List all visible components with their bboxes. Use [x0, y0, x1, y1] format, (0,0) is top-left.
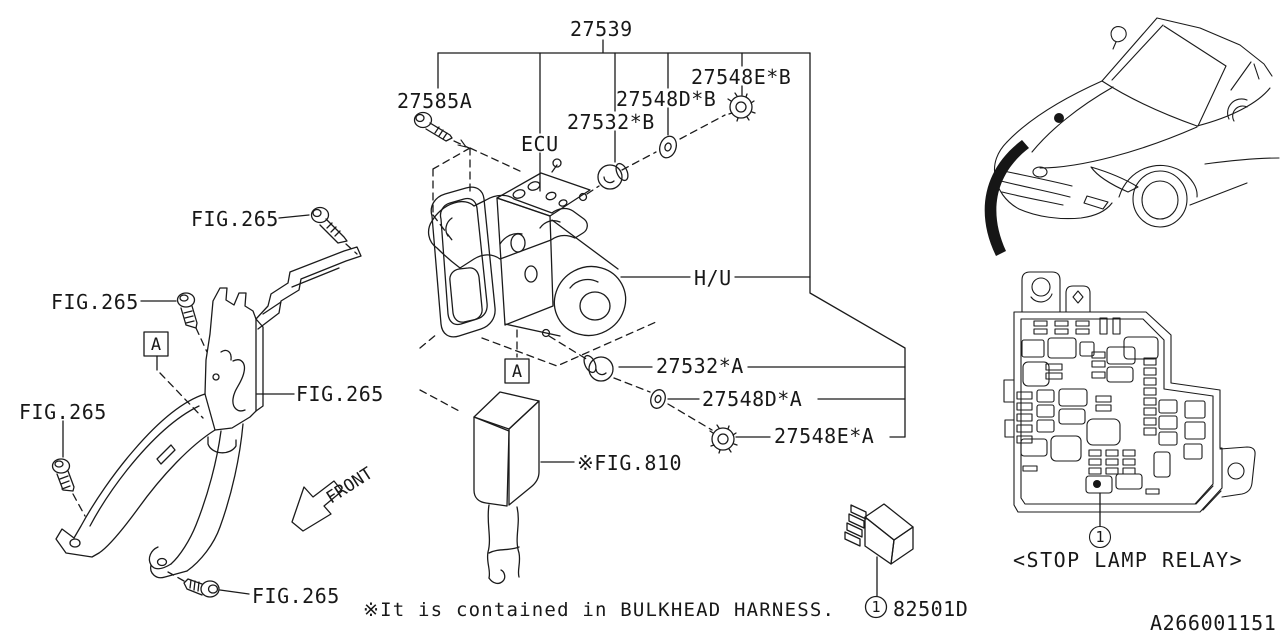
- fuse-grid: [1016, 317, 1206, 495]
- label-hu: H/U: [694, 266, 732, 290]
- damper-a-drawing: [583, 354, 614, 382]
- label-27532a: 27532*A: [656, 354, 744, 378]
- bulkhead-harness-note: ※It is contained in BULKHEAD HARNESS.: [363, 599, 835, 621]
- callout-1-fusebox: 1: [1095, 528, 1104, 546]
- label-27548da: 27548D*A: [702, 387, 802, 411]
- label-27548ea: 27548E*A: [774, 424, 874, 448]
- label-ecu: ECU: [521, 132, 559, 156]
- stop-lamp-relay-slot: [1085, 475, 1113, 494]
- labels: 27539 27585A ECU 27532*B 27548D*B 27548E…: [19, 17, 1276, 635]
- section-a-box-center: [504, 358, 530, 384]
- label-27532b: 27532*B: [567, 110, 655, 134]
- washer-b-drawing: [659, 135, 677, 159]
- label-27585a: 27585A: [397, 89, 472, 113]
- bracket-drawing: [55, 246, 362, 579]
- fig265-bolt-bottom-drawing: [183, 578, 220, 598]
- callout-circle-relay: [864, 595, 888, 619]
- label-fig265-bottom: FIG.265: [252, 584, 340, 608]
- assembly-guide-lines: [72, 114, 726, 582]
- motor-drawing: [504, 219, 627, 337]
- label-fig265-top: FIG.265: [191, 207, 279, 231]
- section-a-letter-left: A: [151, 335, 161, 355]
- front-label: FRONT: [323, 464, 377, 509]
- car-drawing: [984, 17, 1280, 256]
- nut-a-drawing: [709, 424, 738, 454]
- stop-lamp-relay-dot: [1093, 480, 1101, 488]
- label-fig810: ※FIG.810: [577, 451, 682, 475]
- fig265-bolt-top-drawing: [310, 206, 348, 244]
- hu-assembly-drawing: [427, 158, 627, 338]
- washer-a-drawing: [650, 389, 666, 409]
- stop-lamp-relay-caption: <STOP LAMP RELAY>: [1013, 548, 1243, 572]
- label-27539: 27539: [570, 17, 633, 41]
- bolt-27585a-drawing: [413, 111, 453, 142]
- relay-drawing: [844, 503, 914, 619]
- label-27548eb: 27548E*B: [691, 65, 791, 89]
- section-a-letter-center: A: [512, 362, 522, 382]
- location-dot: [1054, 113, 1064, 123]
- connector-drawing: [473, 391, 540, 585]
- front-arrow: [291, 480, 343, 532]
- label-fig265-lower-left: FIG.265: [19, 400, 107, 424]
- damper-b-drawing: [597, 162, 629, 190]
- label-fig265-mid-left: FIG.265: [51, 290, 139, 314]
- label-27548db: 27548D*B: [616, 87, 716, 111]
- label-82501d: 82501D: [893, 597, 968, 621]
- location-pointer-swoosh: [984, 140, 1029, 256]
- callout-1-relay: 1: [871, 598, 880, 616]
- leader-lines: [62, 39, 1101, 597]
- fuse-box-drawing: [1003, 271, 1256, 549]
- ecu-drawing: [430, 186, 496, 338]
- section-a-box-left: [143, 331, 169, 357]
- guide-arrowhead: [457, 139, 467, 148]
- label-fig265-right: FIG.265: [296, 382, 384, 406]
- nut-b-drawing: [727, 92, 756, 122]
- callout-circle-fusebox: [1088, 525, 1112, 549]
- diagram-id: A266001151: [1150, 611, 1276, 635]
- fig265-bolt-lower-left-drawing: [51, 458, 75, 492]
- fig265-bolt-mid-drawing: [176, 292, 198, 329]
